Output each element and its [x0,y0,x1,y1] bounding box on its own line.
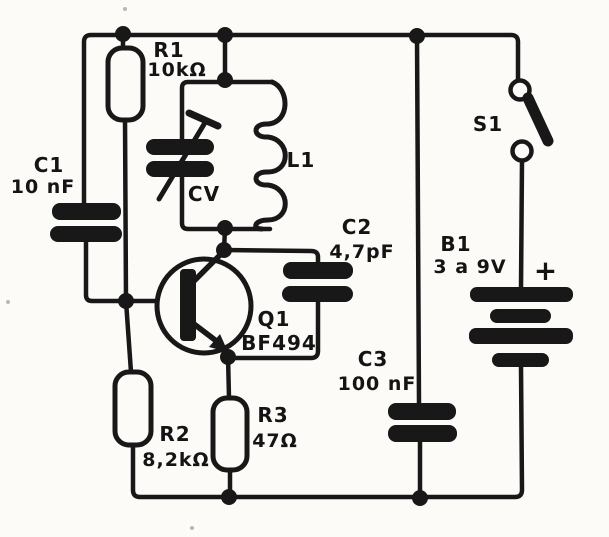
resistor-r3-body [210,395,250,473]
scan-speckle [6,300,10,304]
r1-ref-label: R1 [153,38,184,62]
r1-value-label: 10kΩ [147,59,206,81]
junction-dot [217,27,233,43]
s1-contact-bottom [510,139,534,163]
s1-lever [522,92,554,147]
junction-dot [115,26,131,42]
junction-dot [216,242,232,258]
l1-coil [253,79,288,232]
resistor-r1-body [105,45,146,123]
junction-dot [217,72,233,88]
resistor-r3: R3 47Ω [210,395,298,473]
b1-plate-1-long [470,287,573,302]
b1-ref-label: B1 [440,232,471,256]
wire-top-rail [81,32,521,208]
b1-plus-sign: + [534,254,558,287]
resistor-r1: R1 10kΩ [105,38,206,123]
wire-bottom-rail [130,363,525,500]
c1-ref-label: C1 [34,153,65,177]
junction-dot [217,220,233,236]
inductor-l1: L1 [253,79,316,232]
c2-ref-label: C2 [342,215,373,239]
capacitor-c1: C1 10 nF [11,153,122,242]
resistor-r2-body [112,369,154,448]
cv-adjust-arrow [156,118,209,202]
transistor-q1: Q1 BF494 [154,249,317,356]
r3-ref-label: R3 [257,403,288,427]
q1-emitter-arrowhead [209,334,228,352]
wire-s1-to-battery [518,157,525,292]
wire-c1-to-base [83,237,186,304]
cv-ref-label: CV [188,182,220,206]
s1-ref-label: S1 [473,112,503,136]
b1-plate-3-long [469,328,573,344]
switch-s1: S1 [473,78,554,163]
r3-value-label: 47Ω [252,430,298,452]
cv-plate-top [146,139,214,155]
wire-c2-to-emitter [230,297,321,361]
junction-dot [118,293,134,309]
c3-value-label: 100 nF [338,373,417,395]
q1-collector-lead [191,249,226,284]
c2-value-label: 4,7pF [329,241,394,263]
wire-collector-to-c2 [221,247,321,266]
b1-value-label: 3 a 9V [433,256,506,278]
q1-emitter-lead [191,321,222,346]
c1-plate-bottom [50,226,122,242]
c2-plate-bottom [282,286,353,302]
q1-value-label: BF494 [241,331,317,355]
wire-base-to-r2 [123,298,134,375]
variable-capacitor-cv: CV [146,109,222,206]
c1-value-label: 10 nF [11,176,76,198]
r2-ref-label: R2 [159,422,190,446]
q1-ref-label: Q1 [258,307,291,331]
c3-plate-bottom [388,425,457,442]
cv-plate-bottom [146,161,214,177]
c3-ref-label: C3 [358,347,389,371]
r2-value-label: 8,2kΩ [142,449,209,471]
c1-plate-top [52,203,121,220]
b1-plate-2-short [490,309,551,323]
junction-dot [220,349,236,365]
cv-adjust-arrow-bar [185,109,222,130]
junction-dot [221,489,237,505]
c2-plate-top [283,262,353,279]
capacitor-c2: C2 4,7pF [282,215,394,302]
junction-dots [115,26,428,506]
capacitor-c3: C3 100 nF [338,347,457,442]
b1-plate-4-short [492,353,549,367]
resistor-r2: R2 8,2kΩ [112,369,209,471]
wire-c3-top-branch [414,32,422,407]
c3-plate-top [388,403,456,420]
wire-r1-bottom-lead [122,115,129,304]
scan-speckle [190,526,194,530]
l1-ref-label: L1 [287,148,316,172]
wire-tank-bottom [179,172,273,232]
junction-dot [412,490,428,506]
battery-b1: B1 3 a 9V + [433,232,573,367]
wire-tank-top [179,79,275,143]
scan-speckle [123,7,127,11]
junction-dot [409,28,425,44]
